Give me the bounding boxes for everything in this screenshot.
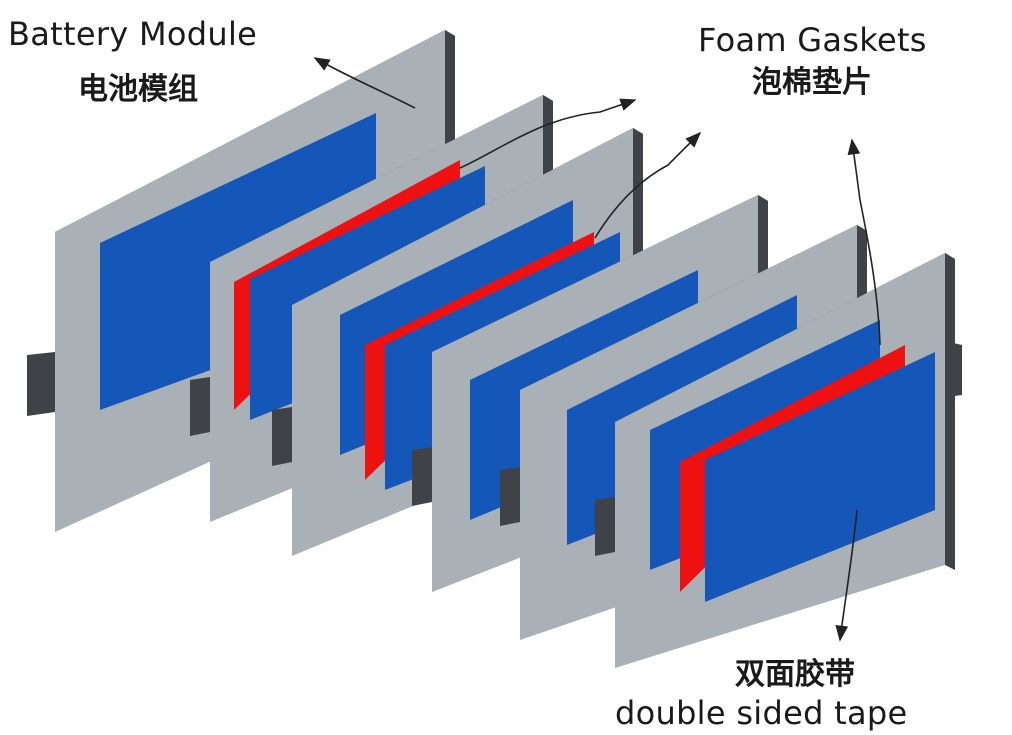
battery-module-frame-6 bbox=[595, 253, 962, 668]
foam-gasket-leader-arrow-3 bbox=[847, 138, 881, 346]
foam-gasket-leader-arrow-1 bbox=[459, 98, 637, 169]
double-sided-tape-label-en: double sided tape bbox=[615, 694, 908, 732]
battery-cell-6b bbox=[705, 352, 935, 602]
battery-module-leader-arrow bbox=[313, 57, 416, 109]
battery-module-label-en: Battery Module bbox=[8, 15, 258, 53]
foam-gaskets-label-en: Foam Gaskets bbox=[698, 21, 927, 59]
foam-gaskets-label-zh: 泡棉垫片 bbox=[752, 65, 872, 100]
double-sided-tape-label-zh: 双面胶带 bbox=[735, 657, 855, 692]
double-sided-tape-leader-arrow bbox=[835, 509, 858, 642]
battery-module-label-zh: 电池模组 bbox=[78, 72, 198, 107]
foam-gasket-leader-arrow-2 bbox=[594, 131, 702, 239]
